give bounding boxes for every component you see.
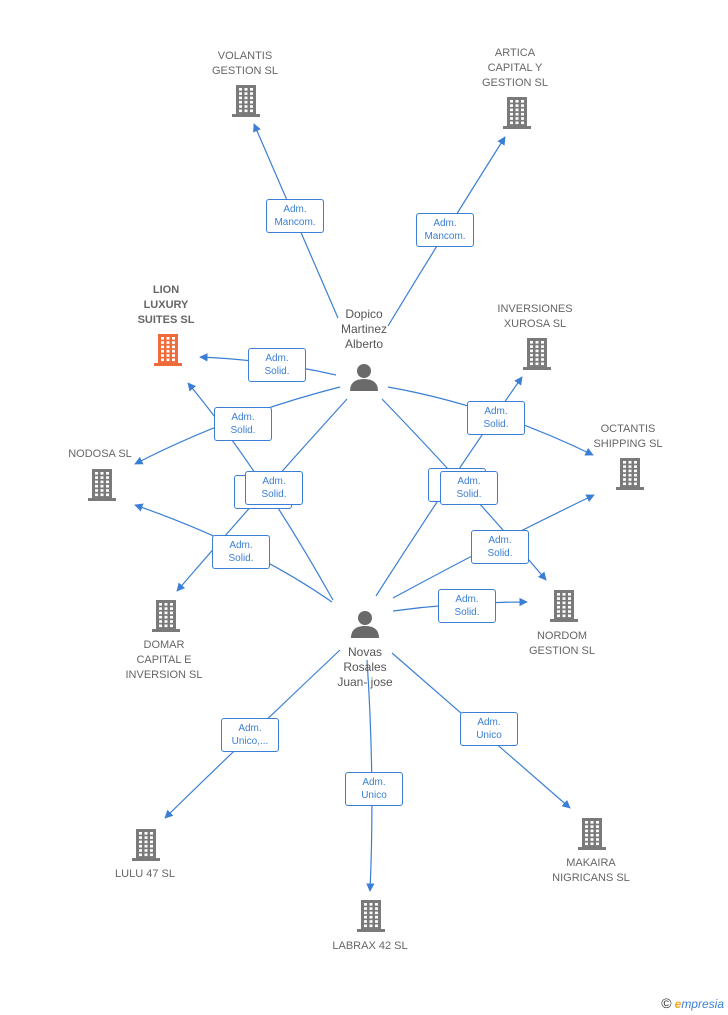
edge-label-dopico-artica[interactable]: Adm. Mancom. [416, 213, 474, 247]
edge-label-novas-nodosa[interactable]: Adm. Solid. [212, 535, 270, 569]
company-label-domar[interactable]: DOMAR CAPITAL E INVERSION SL [125, 639, 203, 681]
edge-label-novas-nordom[interactable]: Adm. Solid. [438, 589, 496, 623]
edge-label-dopico-lion[interactable]: Adm. Solid. [248, 348, 306, 382]
building-icon-nordom[interactable] [550, 590, 578, 622]
edge-label-novas-makaira[interactable]: Adm. Unico [460, 712, 518, 746]
edge-label-novas-lulu[interactable]: Adm. Unico,... [221, 718, 279, 752]
company-label-labrax[interactable]: LABRAX 42 SL [332, 940, 408, 952]
company-label-lulu[interactable]: LULU 47 SL [115, 868, 175, 880]
building-icon-lion[interactable] [154, 334, 182, 366]
edge-label-dopico-octantis[interactable]: Adm. Solid. [467, 401, 525, 435]
building-icon-labrax[interactable] [357, 900, 385, 932]
company-label-nodosa[interactable]: NODOSA SL [68, 448, 132, 460]
company-label-artica[interactable]: ARTICA CAPITAL Y GESTION SL [481, 47, 549, 89]
company-label-octantis[interactable]: OCTANTIS SHIPPING SL [593, 423, 663, 450]
edge-label-dopico-volantis[interactable]: Adm. Mancom. [266, 199, 324, 233]
edge-label-dopico-nodosa[interactable]: Adm. Solid. [214, 407, 272, 441]
company-label-nordom[interactable]: NORDOM GESTION SL [528, 630, 596, 657]
copyright-symbol: © [661, 995, 672, 1011]
building-icon-makaira[interactable] [578, 818, 606, 850]
icons-layer [88, 85, 644, 932]
edge-label-novas-labrax[interactable]: Adm. Unico [345, 772, 403, 806]
person-label-novas[interactable]: Novas Rosales Juan- jose [337, 645, 393, 689]
building-icon-artica[interactable] [503, 97, 531, 129]
edge-label-novas-octantis[interactable]: Adm. Solid. [471, 530, 529, 564]
empresia-watermark[interactable]: ©empresia [661, 995, 724, 1011]
edge-label-novas-lion[interactable]: Adm. Solid. [245, 471, 303, 505]
building-icon-inversiones[interactable] [523, 338, 551, 370]
person-icon-novas[interactable] [351, 611, 379, 638]
building-icon-lulu[interactable] [132, 829, 160, 861]
building-icon-octantis[interactable] [616, 458, 644, 490]
building-icon-domar[interactable] [152, 600, 180, 632]
company-label-inversiones[interactable]: INVERSIONES XUROSA SL [497, 303, 573, 330]
brand-name: mpresia [681, 997, 724, 1011]
person-icon-dopico[interactable] [350, 364, 378, 391]
building-icon-volantis[interactable] [232, 85, 260, 117]
company-label-volantis[interactable]: VOLANTIS GESTION SL [211, 50, 279, 77]
person-label-dopico[interactable]: Dopico Martinez Alberto [340, 307, 387, 351]
company-label-makaira[interactable]: MAKAIRA NIGRICANS SL [552, 857, 630, 884]
edge-label-novas-inversiones[interactable]: Adm. Solid. [440, 471, 498, 505]
company-label-lion[interactable]: LION LUXURY SUITES SL [137, 284, 195, 326]
building-icon-nodosa[interactable] [88, 469, 116, 501]
brand-initial: e [674, 997, 682, 1011]
